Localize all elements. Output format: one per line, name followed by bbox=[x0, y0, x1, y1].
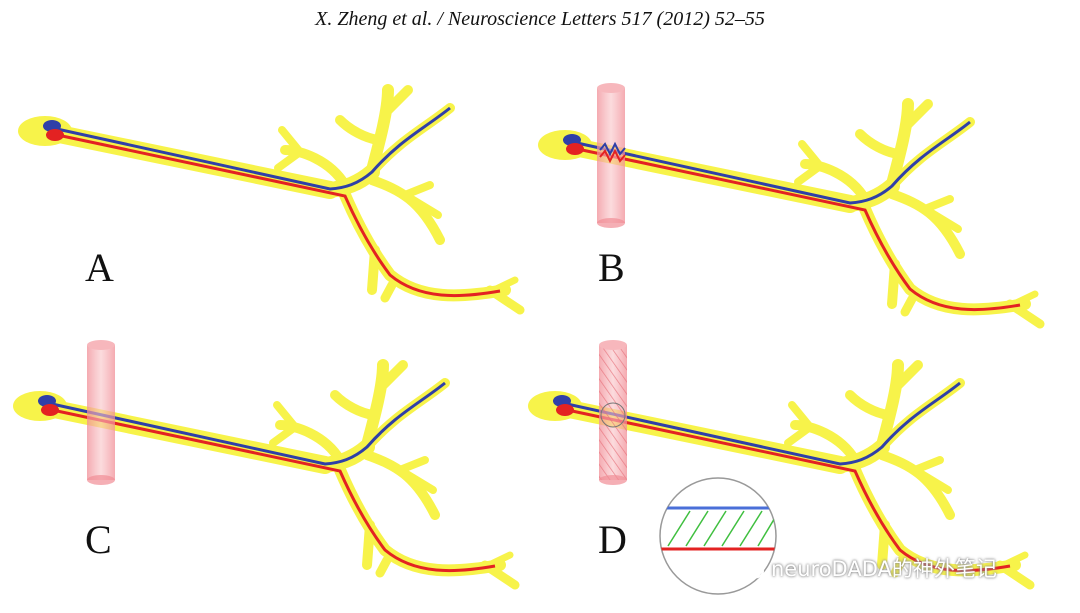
panel-label-a: A bbox=[85, 245, 114, 290]
electrode-b bbox=[597, 83, 626, 228]
watermark-text: neuroDADA的神外笔记 bbox=[771, 557, 997, 581]
wechat-icon bbox=[735, 557, 764, 579]
watermark: neuroDADA的神外笔记 bbox=[735, 553, 997, 583]
magnified-inset bbox=[659, 477, 777, 595]
electrode-c bbox=[87, 340, 115, 485]
panel-label-d: D bbox=[598, 517, 627, 562]
citation-header: X. Zheng et al. / Neuroscience Letters 5… bbox=[315, 8, 765, 30]
panel-label-c: C bbox=[85, 517, 112, 562]
panel-label-b: B bbox=[598, 245, 625, 290]
electrode-d bbox=[599, 340, 627, 485]
